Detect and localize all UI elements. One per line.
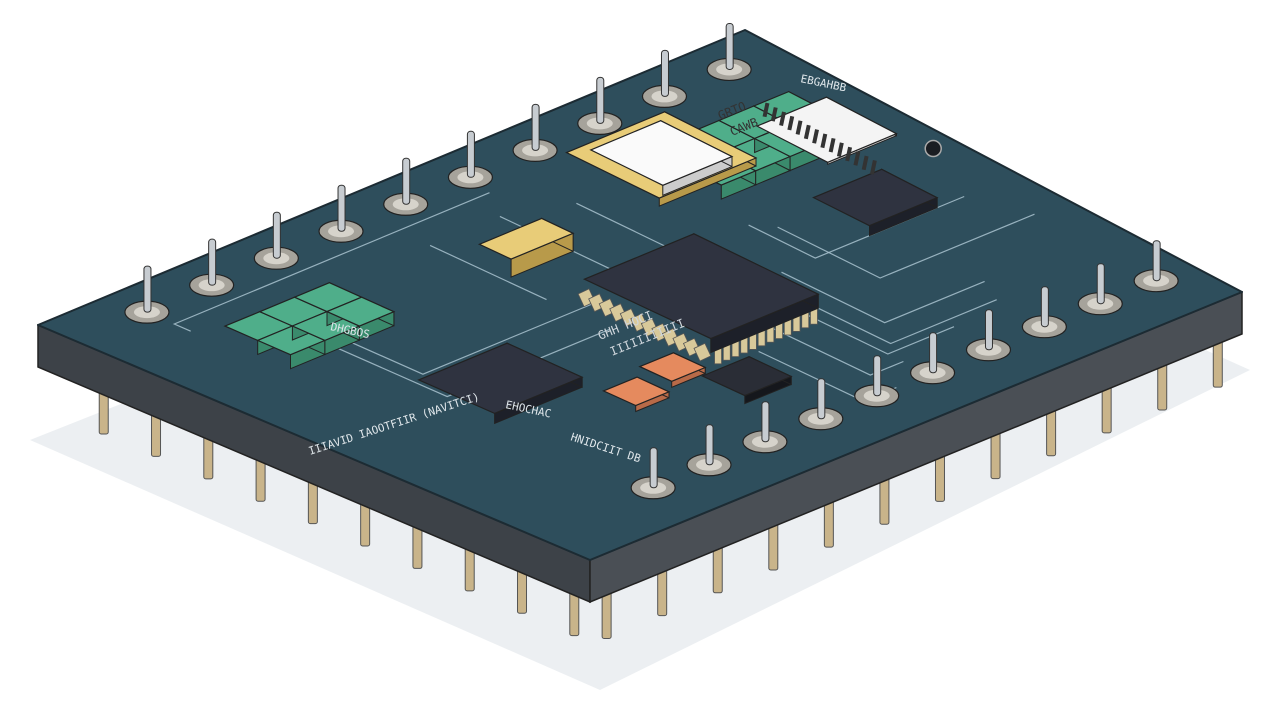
trace — [777, 213, 1035, 279]
barcode-bar — [762, 102, 770, 118]
components — [124, 22, 1179, 500]
mounting-hole — [924, 139, 942, 158]
header-pin — [725, 22, 734, 70]
header-pin — [402, 157, 411, 205]
barcode-bar — [787, 115, 795, 131]
header-pin — [1040, 286, 1049, 328]
barcode-bar — [828, 137, 836, 153]
sensor-chip — [700, 356, 793, 397]
header-pin — [1096, 263, 1105, 305]
trace — [429, 244, 547, 301]
orange-component — [638, 352, 707, 382]
barcode-bar — [779, 111, 786, 127]
trace — [786, 292, 997, 345]
header-pin — [466, 130, 475, 178]
header-pin — [531, 103, 540, 151]
barcode-label — [755, 96, 898, 163]
header-pin — [817, 378, 826, 420]
trace — [327, 328, 611, 398]
header-pin — [873, 355, 882, 397]
header-pin — [929, 332, 938, 374]
header-pin — [208, 238, 217, 286]
header-pin — [337, 184, 346, 232]
qfp-chip-left — [417, 342, 584, 415]
main-qfp-chip — [582, 233, 820, 340]
header-pin — [143, 265, 152, 313]
trace — [172, 192, 490, 332]
barcode-bar — [861, 155, 869, 171]
barcode-bar — [853, 151, 861, 166]
voltage-regulator — [477, 217, 575, 260]
trace — [765, 324, 904, 376]
header-pin — [660, 49, 669, 97]
header-pin — [596, 76, 605, 124]
rf-module-shield — [589, 120, 734, 186]
barcode-bar — [820, 133, 828, 149]
qfp-chip-right — [812, 168, 939, 227]
barcode-bar — [770, 107, 778, 122]
barcode-bar — [812, 129, 819, 144]
orange-component — [601, 376, 671, 407]
barcode-bar — [803, 124, 811, 140]
header-pin — [984, 309, 993, 351]
header-pin — [1152, 240, 1161, 282]
chip-lead — [693, 342, 712, 362]
header-pin — [649, 447, 658, 489]
barcode-bar — [836, 142, 844, 157]
barcode-bar — [869, 160, 877, 175]
header-pin — [705, 424, 714, 466]
header-pin — [761, 401, 770, 443]
header-pin — [272, 211, 281, 259]
trace — [781, 271, 985, 324]
green-block — [325, 296, 396, 327]
barcode-bar — [845, 146, 853, 162]
barcode-bar — [795, 120, 803, 135]
